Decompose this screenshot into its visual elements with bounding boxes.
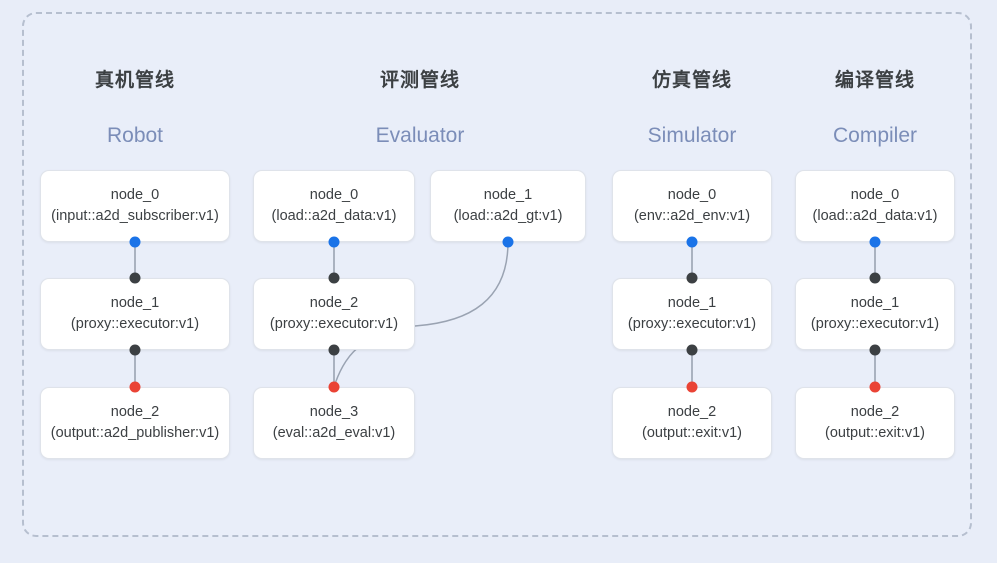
node-type: (load::a2d_gt:v1): [453, 207, 563, 224]
port-dot-red[interactable]: [869, 381, 881, 393]
column-title-cn-compiler: 编译管线: [834, 70, 916, 91]
port-dot-blue[interactable]: [502, 236, 514, 248]
port-dot-red[interactable]: [328, 381, 340, 393]
port-dot-black[interactable]: [869, 344, 881, 356]
node-type: (proxy::executor:v1): [810, 315, 940, 332]
node-name: node_0: [850, 186, 900, 203]
column-title-en-robot: Robot: [106, 124, 164, 147]
node-box-robot-node_0[interactable]: node_0(input::a2d_subscriber:v1): [40, 170, 230, 242]
node-type: (load::a2d_data:v1): [271, 207, 397, 224]
node-name: node_2: [850, 403, 900, 420]
node-box-robot-node_2[interactable]: node_2(output::a2d_publisher:v1): [40, 387, 230, 459]
port-dot-black[interactable]: [686, 344, 698, 356]
node-name: node_3: [309, 403, 359, 420]
node-name: node_0: [110, 186, 160, 203]
node-type: (proxy::executor:v1): [627, 315, 757, 332]
node-type: (env::a2d_env:v1): [633, 207, 751, 224]
node-type: (output::a2d_publisher:v1): [50, 424, 220, 441]
node-box-robot-node_1[interactable]: node_1(proxy::executor:v1): [40, 278, 230, 350]
port-dot-red[interactable]: [686, 381, 698, 393]
node-box-simulator-node_0[interactable]: node_0(env::a2d_env:v1): [612, 170, 772, 242]
node-type: (output::exit:v1): [825, 424, 925, 441]
node-box-compiler-node_1[interactable]: node_1(proxy::executor:v1): [795, 278, 955, 350]
port-dot-black[interactable]: [129, 344, 141, 356]
port-dot-blue[interactable]: [328, 236, 340, 248]
column-title-cn-evaluator: 评测管线: [379, 70, 461, 91]
node-box-compiler-node_2[interactable]: node_2(output::exit:v1): [795, 387, 955, 459]
node-type: (load::a2d_data:v1): [812, 207, 938, 224]
node-box-evaluator-node_3[interactable]: node_3(eval::a2d_eval:v1): [253, 387, 415, 459]
port-dot-black[interactable]: [328, 344, 340, 356]
node-box-simulator-node_2[interactable]: node_2(output::exit:v1): [612, 387, 772, 459]
port-dot-blue[interactable]: [869, 236, 881, 248]
node-name: node_1: [850, 294, 900, 311]
node-box-evaluator-node_0[interactable]: node_0(load::a2d_data:v1): [253, 170, 415, 242]
port-dot-blue[interactable]: [129, 236, 141, 248]
port-dot-black[interactable]: [129, 272, 141, 284]
node-name: node_2: [667, 403, 717, 420]
port-dot-black[interactable]: [328, 272, 340, 284]
column-title-en-compiler: Compiler: [832, 124, 918, 147]
node-name: node_2: [309, 294, 359, 311]
port-dot-red[interactable]: [129, 381, 141, 393]
node-name: node_1: [483, 186, 533, 203]
port-dot-black[interactable]: [869, 272, 881, 284]
node-type: (proxy::executor:v1): [70, 315, 200, 332]
port-dot-blue[interactable]: [686, 236, 698, 248]
node-box-simulator-node_1[interactable]: node_1(proxy::executor:v1): [612, 278, 772, 350]
node-type: (eval::a2d_eval:v1): [272, 424, 396, 441]
node-name: node_0: [667, 186, 717, 203]
node-type: (proxy::executor:v1): [269, 315, 399, 332]
node-name: node_1: [110, 294, 160, 311]
node-name: node_0: [309, 186, 359, 203]
column-title-en-simulator: Simulator: [647, 124, 737, 147]
column-title-cn-simulator: 仿真管线: [651, 70, 733, 91]
node-box-evaluator-node_1[interactable]: node_1(load::a2d_gt:v1): [430, 170, 586, 242]
column-title-en-evaluator: Evaluator: [375, 124, 465, 147]
column-title-cn-robot: 真机管线: [94, 70, 176, 91]
node-type: (output::exit:v1): [642, 424, 742, 441]
node-name: node_2: [110, 403, 160, 420]
port-dot-black[interactable]: [686, 272, 698, 284]
node-box-evaluator-node_2[interactable]: node_2(proxy::executor:v1): [253, 278, 415, 350]
node-name: node_1: [667, 294, 717, 311]
node-type: (input::a2d_subscriber:v1): [51, 207, 219, 224]
node-box-compiler-node_0[interactable]: node_0(load::a2d_data:v1): [795, 170, 955, 242]
